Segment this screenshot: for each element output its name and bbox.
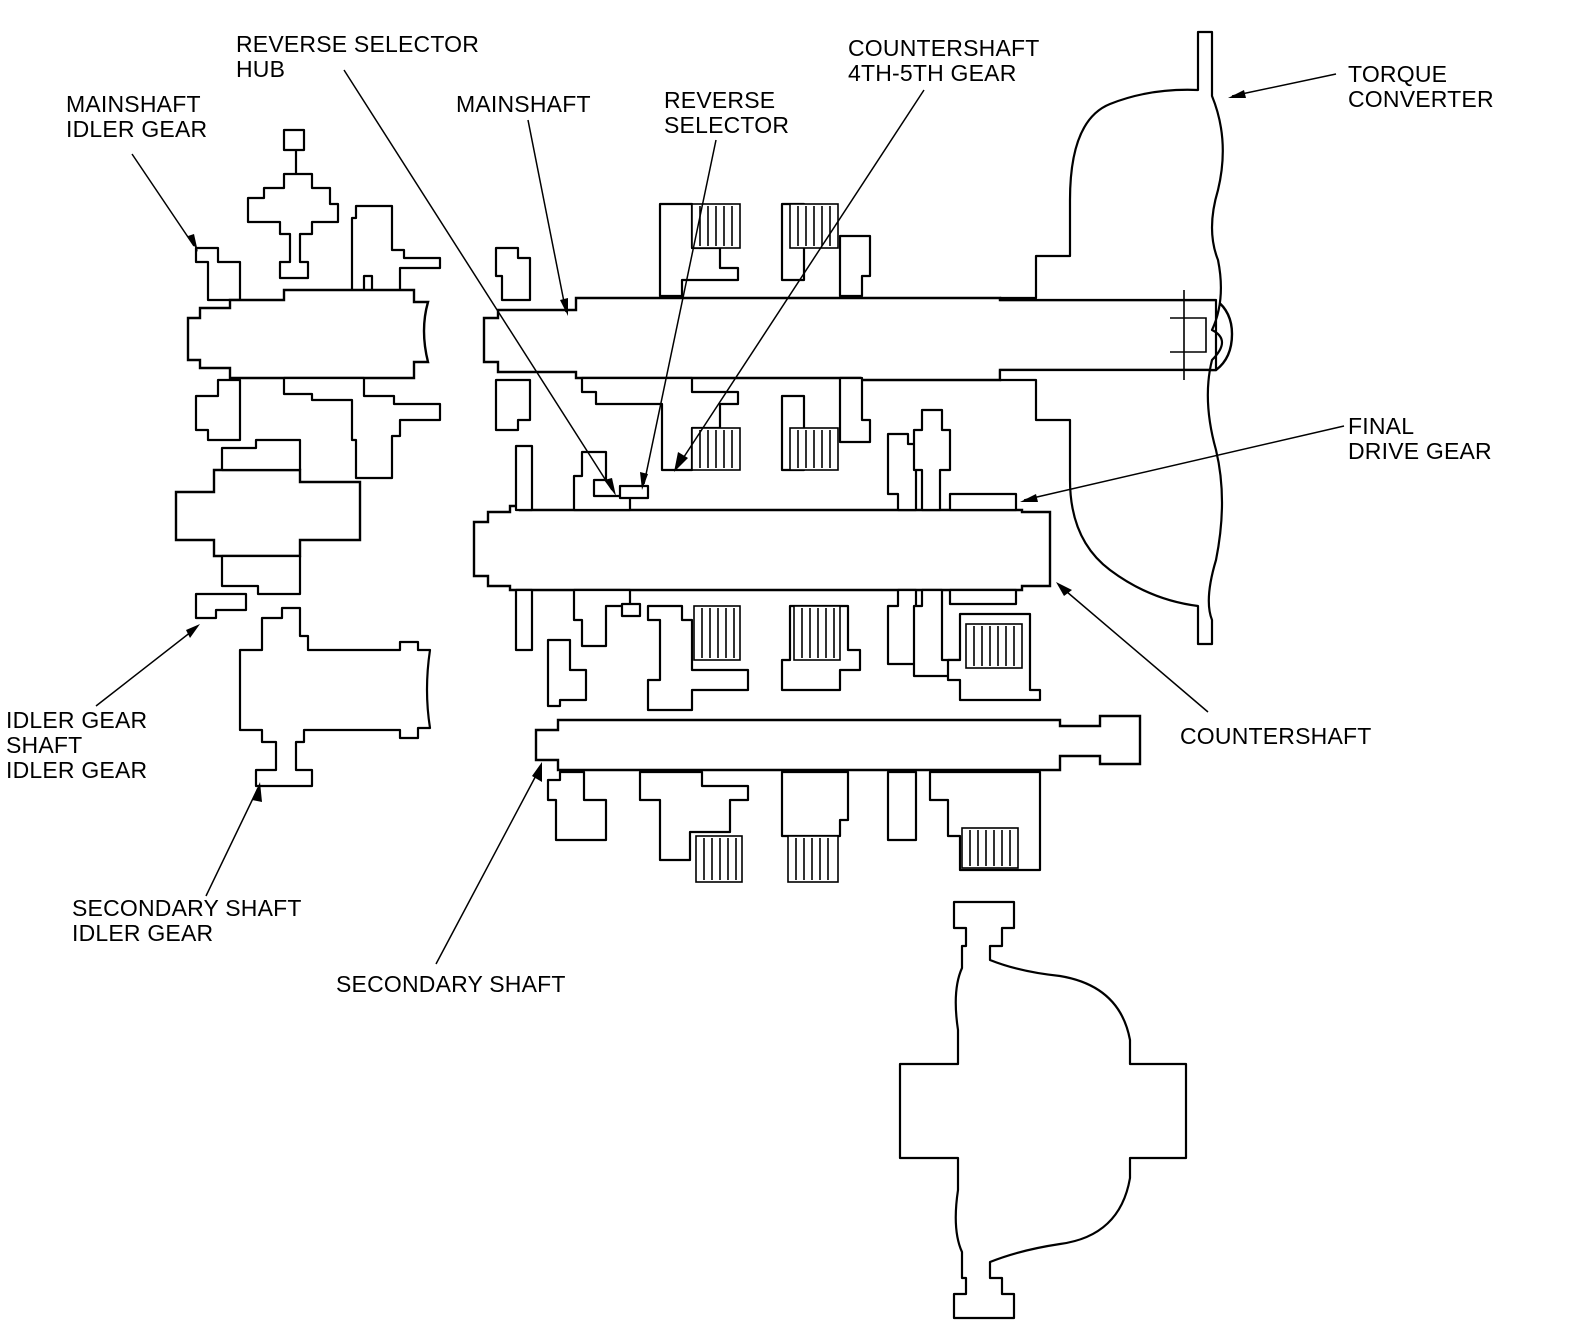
differential-shape: [898, 900, 1188, 1320]
label-torque-converter: TORQUE CONVERTER: [1348, 61, 1494, 112]
label-reverse-selector: REVERSE SELECTOR: [664, 87, 790, 138]
label-mainshaft-idler-gear: MAINSHAFT IDLER GEAR: [66, 91, 208, 142]
label-reverse-selector-hub: REVERSE SELECTOR HUB: [236, 31, 480, 82]
label-mainshaft: MAINSHAFT: [456, 91, 591, 117]
label-secondary-shaft: SECONDARY SHAFT: [336, 971, 566, 997]
label-idler-gear-shaft: IDLER GEAR SHAFT IDLER GEAR: [6, 707, 148, 783]
secondary-shaft-assembly: [534, 714, 1142, 883]
label-countershaft-4th-5th-gear: COUNTERSHAFT 4TH-5TH GEAR: [848, 35, 1040, 86]
countershaft-assembly: [472, 408, 1052, 712]
torque-converter-shape: [998, 30, 1224, 646]
label-countershaft: COUNTERSHAFT: [1180, 723, 1372, 749]
idler-gear-assembly: [174, 128, 442, 788]
label-final-drive-gear: FINAL DRIVE GEAR: [1348, 413, 1492, 464]
leader-lines: [95, 69, 1345, 965]
label-secondary-shaft-idler-gear: SECONDARY SHAFT IDLER GEAR: [72, 895, 302, 946]
mainshaft-assembly: [482, 202, 1234, 472]
